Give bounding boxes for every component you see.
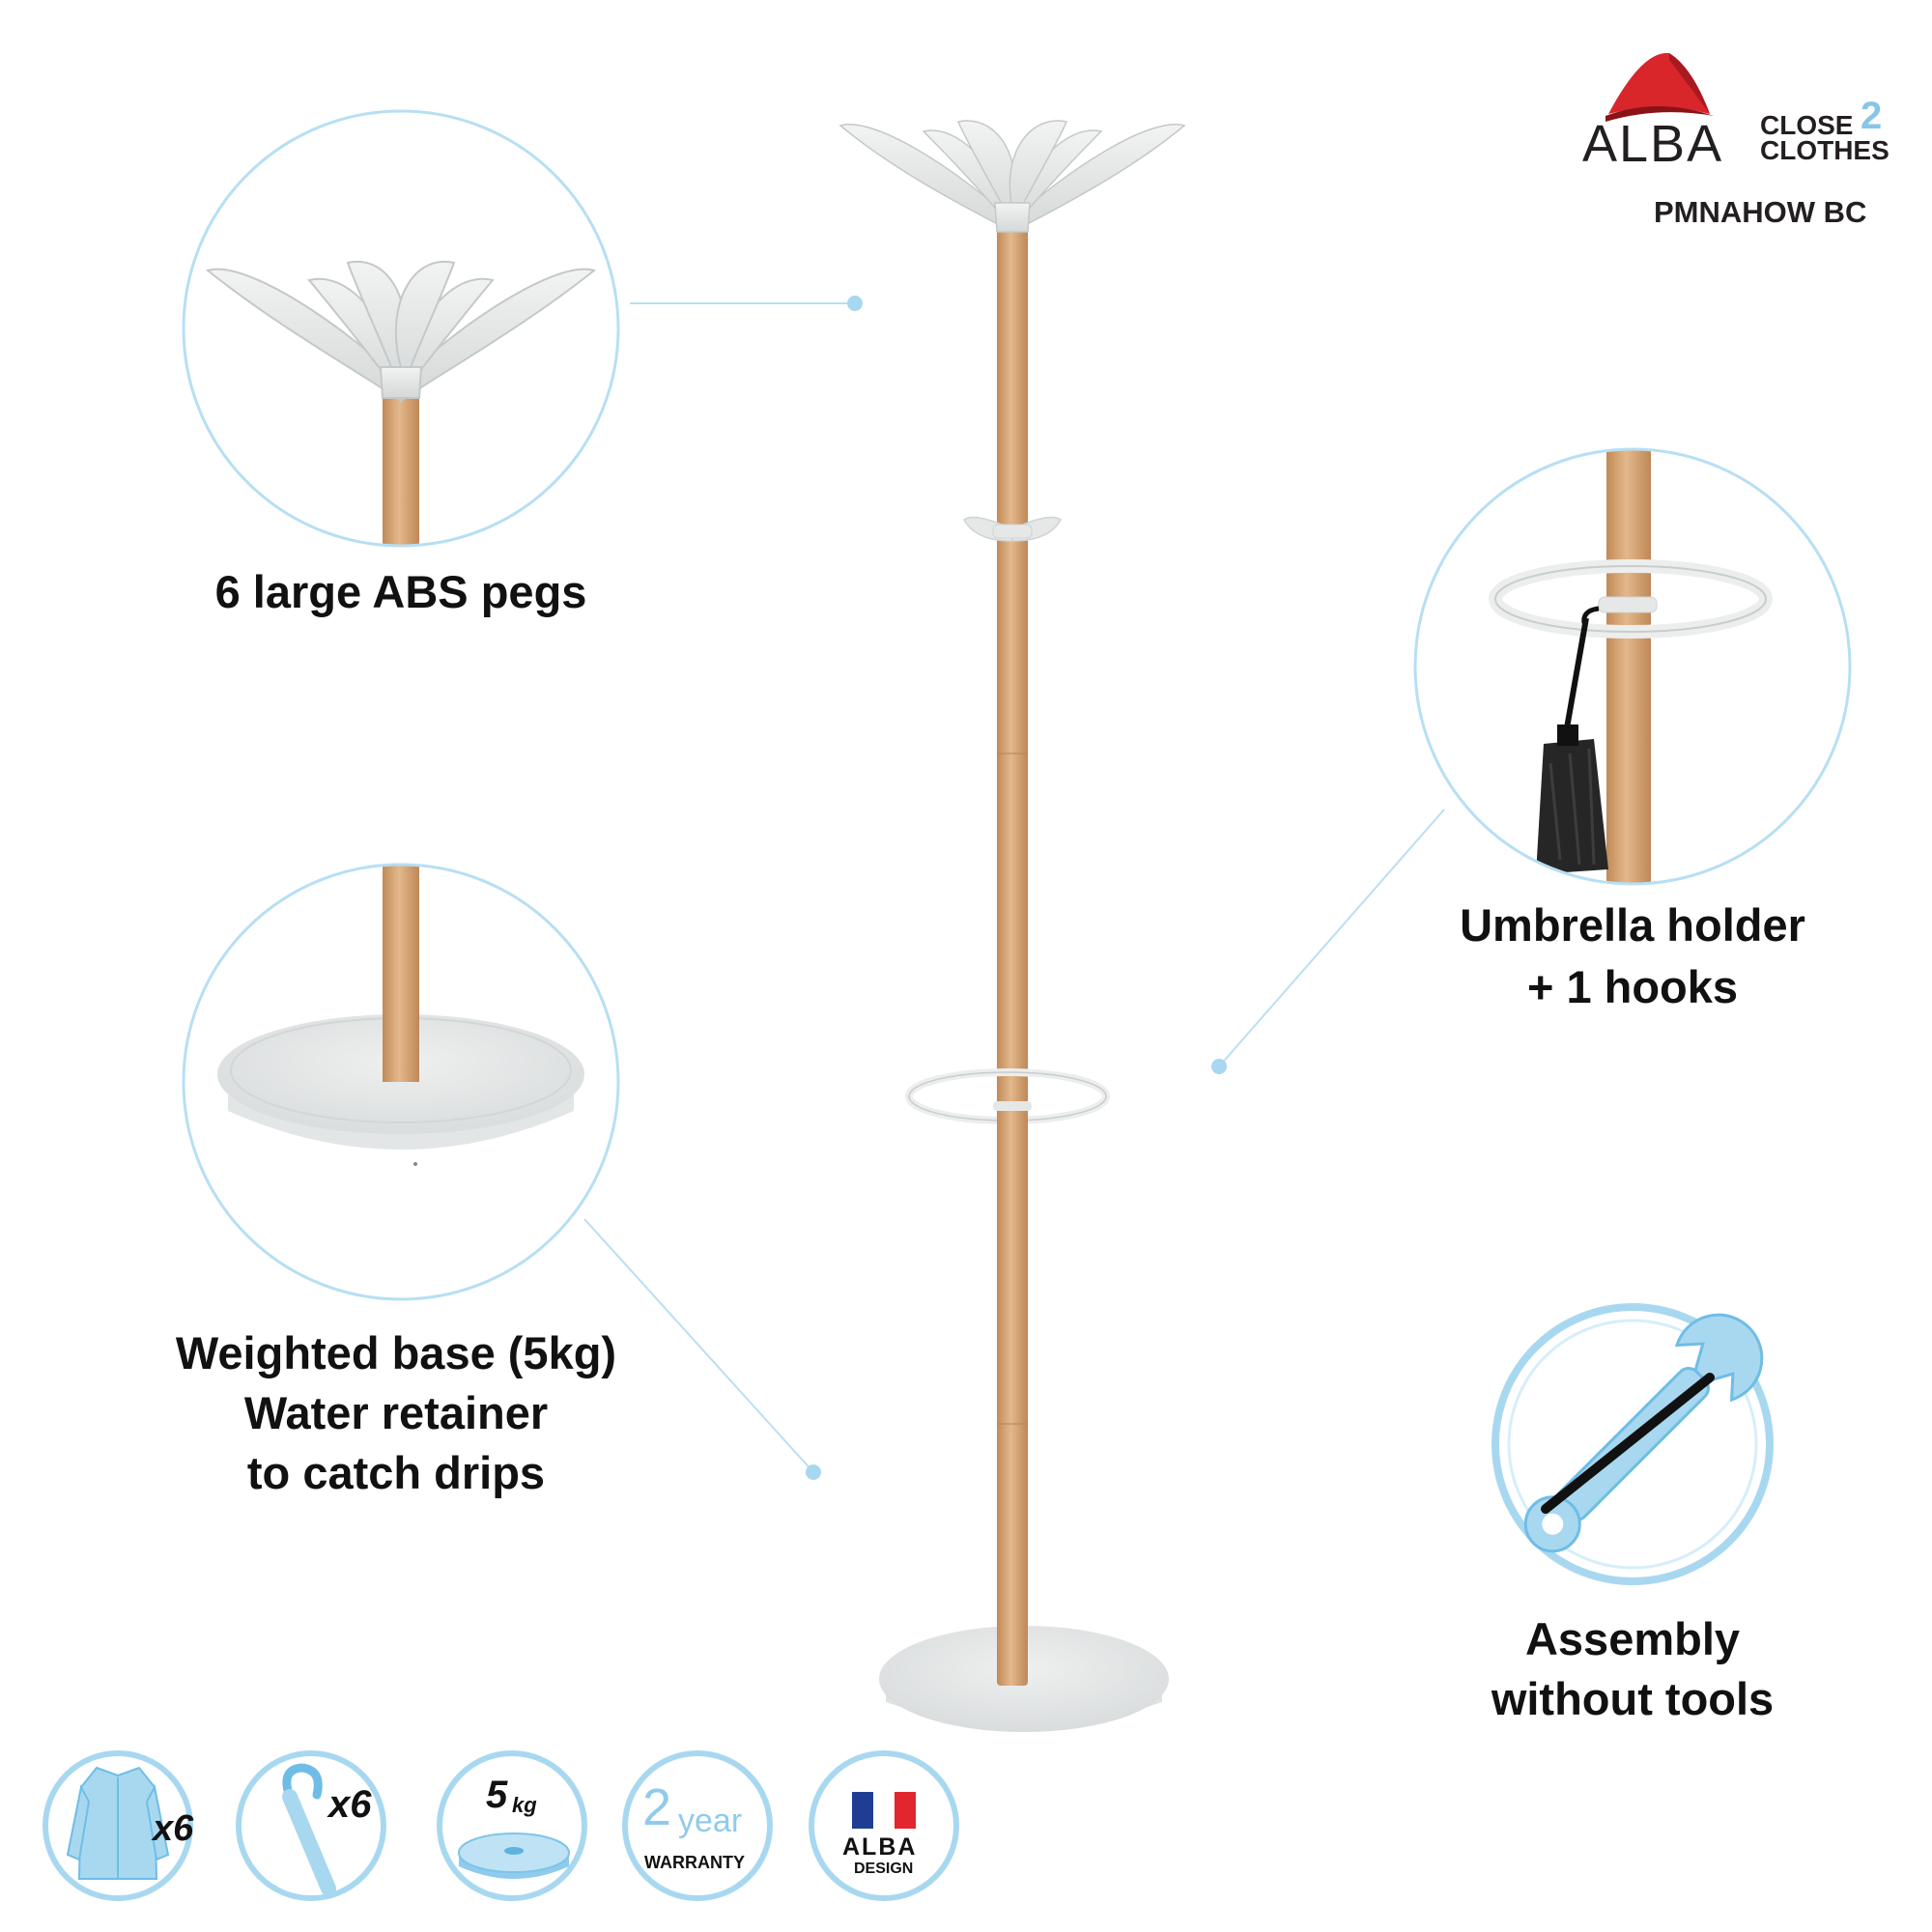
caption-base: Weighted base (5kg) Water retainer to ca… bbox=[126, 1323, 667, 1503]
caption-assembly-line1: Assembly bbox=[1524, 1613, 1741, 1664]
connector-dots bbox=[806, 296, 1227, 1480]
coat-icon bbox=[66, 1766, 170, 1880]
detail-circle-umbrella bbox=[1413, 447, 1852, 886]
badge-weight-unit: kg bbox=[512, 1793, 537, 1817]
caption-base-line2: Water retainer bbox=[243, 1387, 549, 1438]
caption-pegs: 6 large ABS pegs bbox=[159, 564, 642, 621]
french-flag-icon bbox=[852, 1792, 916, 1829]
caption-umbrella-line2: + 1 hooks bbox=[1526, 961, 1739, 1012]
hook-icon bbox=[282, 1763, 336, 1896]
badge-warranty-label: WARRANTY bbox=[644, 1853, 745, 1872]
badge-warranty-unit: year bbox=[678, 1803, 743, 1839]
badge-hooks-count: x6 bbox=[328, 1783, 372, 1826]
caption-assembly-line2: without tools bbox=[1491, 1673, 1775, 1724]
caption-base-line1: Weighted base (5kg) bbox=[175, 1327, 617, 1378]
badge-hooks bbox=[236, 1750, 386, 1901]
alba-logo-text: ALBA bbox=[1582, 115, 1724, 173]
stand-pole bbox=[997, 227, 1028, 1686]
badge-design-brand: ALBA bbox=[842, 1833, 918, 1861]
detail-circle-pegs bbox=[182, 109, 620, 548]
stand-umbrella-ring bbox=[905, 1068, 1110, 1126]
stand-middle-hook bbox=[963, 516, 1062, 542]
detail-circle-base bbox=[182, 863, 620, 1301]
caption-umbrella-line1: Umbrella holder bbox=[1460, 899, 1805, 951]
strike-line bbox=[1541, 1373, 1715, 1514]
logo-tagline-close: CLOSE bbox=[1760, 110, 1854, 140]
badge-coats bbox=[43, 1750, 193, 1901]
badge-design bbox=[809, 1750, 959, 1901]
badge-warranty bbox=[622, 1750, 773, 1901]
caption-assembly: Assembly without tools bbox=[1401, 1609, 1864, 1729]
no-tools-icon bbox=[1492, 1303, 1774, 1585]
badge-coats-count: x6 bbox=[153, 1808, 194, 1849]
stand-top-pegs bbox=[838, 120, 1186, 234]
model-code: PMNAHOW BC bbox=[1654, 195, 1867, 229]
badge-design-label: DESIGN bbox=[854, 1861, 914, 1877]
weight-disc-icon bbox=[458, 1833, 570, 1879]
badge-weight-number: 5 bbox=[486, 1774, 508, 1816]
logo-tagline-number: 2 bbox=[1861, 95, 1883, 137]
caption-umbrella: Umbrella holder + 1 hooks bbox=[1381, 895, 1884, 1018]
connector-lines bbox=[583, 302, 1445, 1473]
badge-weight bbox=[437, 1750, 587, 1901]
badge-warranty-number: 2 bbox=[642, 1778, 672, 1836]
coat-stand bbox=[838, 120, 1186, 1732]
alba-logo-mark bbox=[1605, 52, 1714, 122]
caption-pegs-text: 6 large ABS pegs bbox=[214, 566, 587, 617]
caption-base-line3: to catch drips bbox=[246, 1447, 546, 1498]
logo-tagline-clothes: CLOTHES bbox=[1760, 135, 1889, 165]
